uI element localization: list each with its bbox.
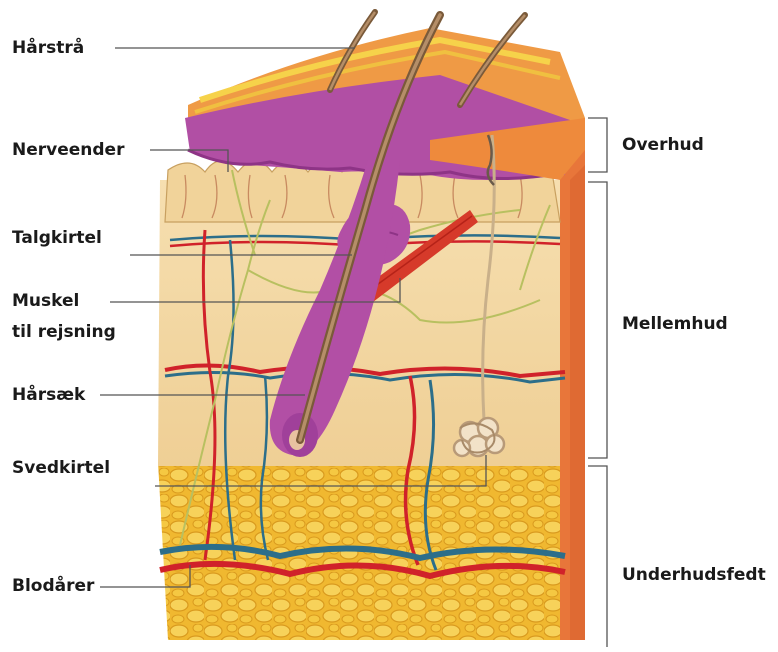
label-sweat-gland: Svedkirtel <box>12 456 110 480</box>
bracket-epidermis <box>588 118 607 172</box>
label-muscle-line1: Muskel <box>12 289 79 313</box>
label-muscle-line2: til rejsning <box>12 320 116 344</box>
bracket-dermis <box>588 182 607 458</box>
label-epidermis: Overhud <box>622 133 704 157</box>
label-hair-follicle: Hårsæk <box>12 383 85 407</box>
label-nerve-endings: Nerveender <box>12 138 124 162</box>
layer-brackets <box>588 118 607 647</box>
label-blood-vessels: Blodårer <box>12 574 94 598</box>
bracket-subcutis <box>588 466 607 647</box>
label-hair-shaft: Hårstrå <box>12 36 84 60</box>
label-subcutis: Underhudsfedt <box>622 563 766 587</box>
label-dermis: Mellemhud <box>622 312 728 336</box>
label-sebaceous-gland: Talgkirtel <box>12 226 102 250</box>
